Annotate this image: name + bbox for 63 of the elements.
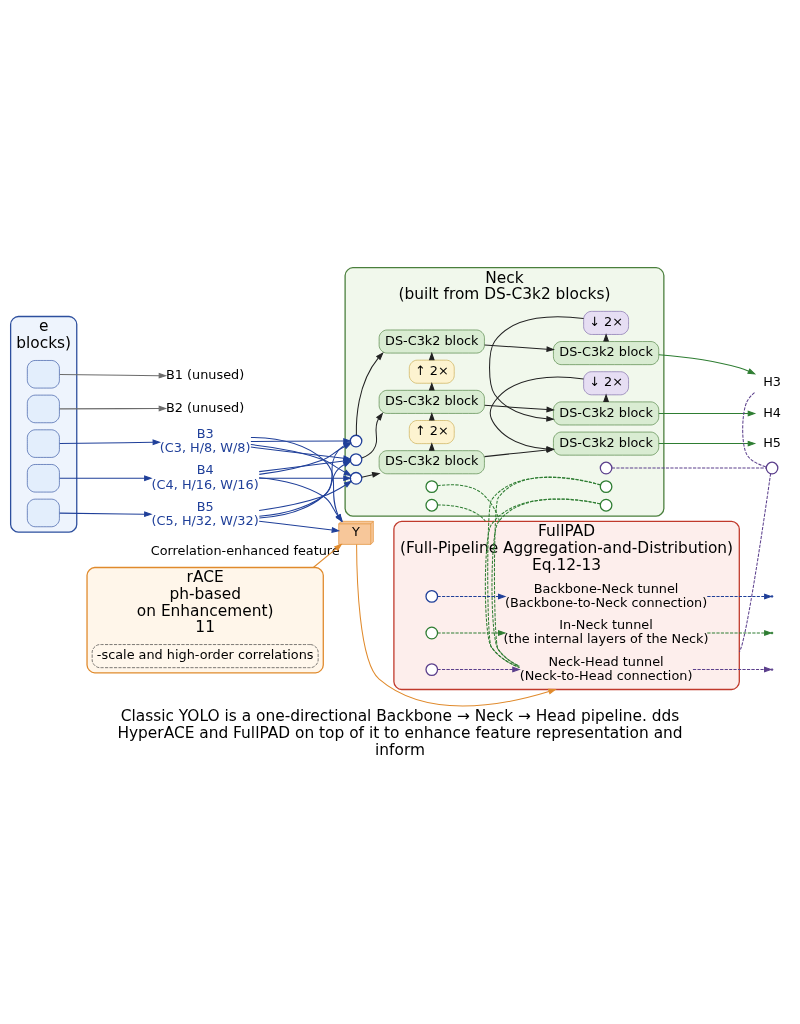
node-text: Backbone-Neck tunnel (Backbone-to-Neck connection) (504, 580, 708, 610)
node-box: ↓ 2× (583, 371, 629, 396)
node-circle (425, 663, 439, 676)
arrow (437, 630, 507, 636)
connector (742, 392, 767, 468)
arrow (59, 511, 153, 518)
node-circle (349, 471, 363, 485)
node-text: B2 (unused) (166, 399, 245, 415)
node-box: DS-C3k2 block (378, 329, 485, 354)
node-box: DS-C3k2 block (553, 431, 660, 456)
node-box (27, 360, 60, 389)
arrow (484, 404, 555, 413)
node-circle (425, 626, 439, 640)
node-circle (425, 498, 439, 512)
node-circle (425, 590, 439, 603)
node-text: B4 (C4, H/16, W/16) (151, 462, 259, 492)
node-text: Neck-Head tunnel (Neck-to-Head connection) (519, 653, 693, 683)
node-text: H4 (763, 404, 781, 420)
node-circle (765, 461, 779, 475)
arrow (658, 354, 757, 375)
node-text: B1 (unused) (166, 367, 245, 383)
arrow (355, 351, 384, 436)
node-circle (599, 480, 613, 494)
arrow (250, 438, 352, 445)
node-circle (425, 480, 439, 494)
caption: Classic YOLO is a one-directional Backbone → Neck → Head pipeline. dds HyperACE and FullPAD on top of it to enhance feature representation and inform (117, 707, 683, 759)
arrow (692, 666, 773, 673)
node-circle (599, 498, 613, 512)
node-text: H5 (763, 434, 781, 450)
node-box (27, 429, 60, 458)
arrow (361, 472, 381, 478)
node-text: H3 (763, 374, 781, 390)
arrow (658, 410, 757, 417)
cluster: e blocks) (10, 315, 78, 533)
node-text: In-Neck tunnel (the internal layers of the Neck) (503, 617, 709, 647)
arrow (356, 544, 557, 707)
arrow (258, 480, 353, 511)
node-circle (349, 453, 363, 467)
arrow (59, 475, 153, 482)
node-box: ↓ 2× (583, 311, 629, 335)
connector (437, 484, 500, 522)
arrow (361, 412, 384, 459)
node-box (27, 464, 60, 493)
arrow (437, 666, 521, 673)
connector (437, 504, 487, 522)
arrow (258, 475, 352, 482)
arrow (59, 372, 168, 379)
node-box (27, 498, 60, 528)
node-circle (349, 434, 363, 448)
node-box: -scale and high-order correlations (91, 644, 319, 668)
arrow (59, 405, 168, 412)
arrow (489, 316, 585, 422)
node-text: B5 (C5, H/32, W/32) (151, 499, 259, 529)
arrow (59, 439, 162, 446)
arrow (658, 440, 757, 447)
arrow (706, 593, 773, 600)
node-box (27, 394, 60, 424)
node-text: B3 (C3, H/8, W/8) (159, 425, 251, 455)
node-circle (599, 461, 613, 475)
arrow (484, 344, 555, 353)
arrow (258, 520, 341, 533)
arrow (437, 593, 507, 600)
connector (611, 467, 767, 469)
